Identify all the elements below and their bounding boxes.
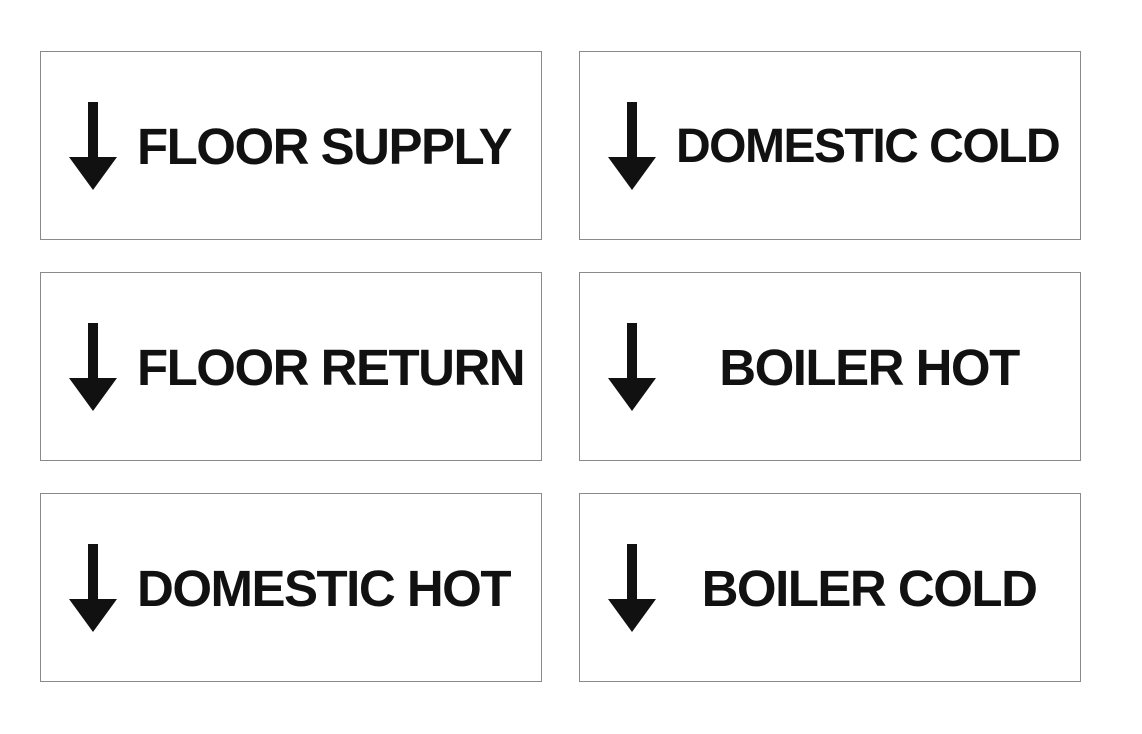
arrow-down-icon [69, 323, 117, 411]
pipe-label-text: FLOOR SUPPLY [137, 118, 513, 175]
pipe-label-text: BOILER COLD [701, 560, 1038, 617]
arrow-down-icon [69, 544, 117, 632]
pipe-label-text: DOMESTIC COLD [676, 120, 1061, 173]
pipe-label-domestic-hot: DOMESTIC HOT [40, 493, 542, 682]
pipe-label-domestic-cold: DOMESTIC COLD [579, 51, 1081, 240]
pipe-label-text: BOILER HOT [719, 339, 1020, 396]
arrow-down-icon [69, 102, 117, 190]
pipe-label-boiler-hot: BOILER HOT [579, 272, 1081, 461]
arrow-down-icon [608, 544, 656, 632]
arrow-down-icon [608, 323, 656, 411]
pipe-label-text: DOMESTIC HOT [137, 560, 512, 617]
pipe-label-boiler-cold: BOILER COLD [579, 493, 1081, 682]
pipe-label-floor-return: FLOOR RETURN [40, 272, 542, 461]
pipe-label-text: FLOOR RETURN [137, 339, 526, 396]
arrow-down-icon [608, 102, 656, 190]
pipe-label-floor-supply: FLOOR SUPPLY [40, 51, 542, 240]
pipe-label-sheet: FLOOR SUPPLY DOMESTIC COLD FLOOR RETURN … [40, 51, 1081, 682]
